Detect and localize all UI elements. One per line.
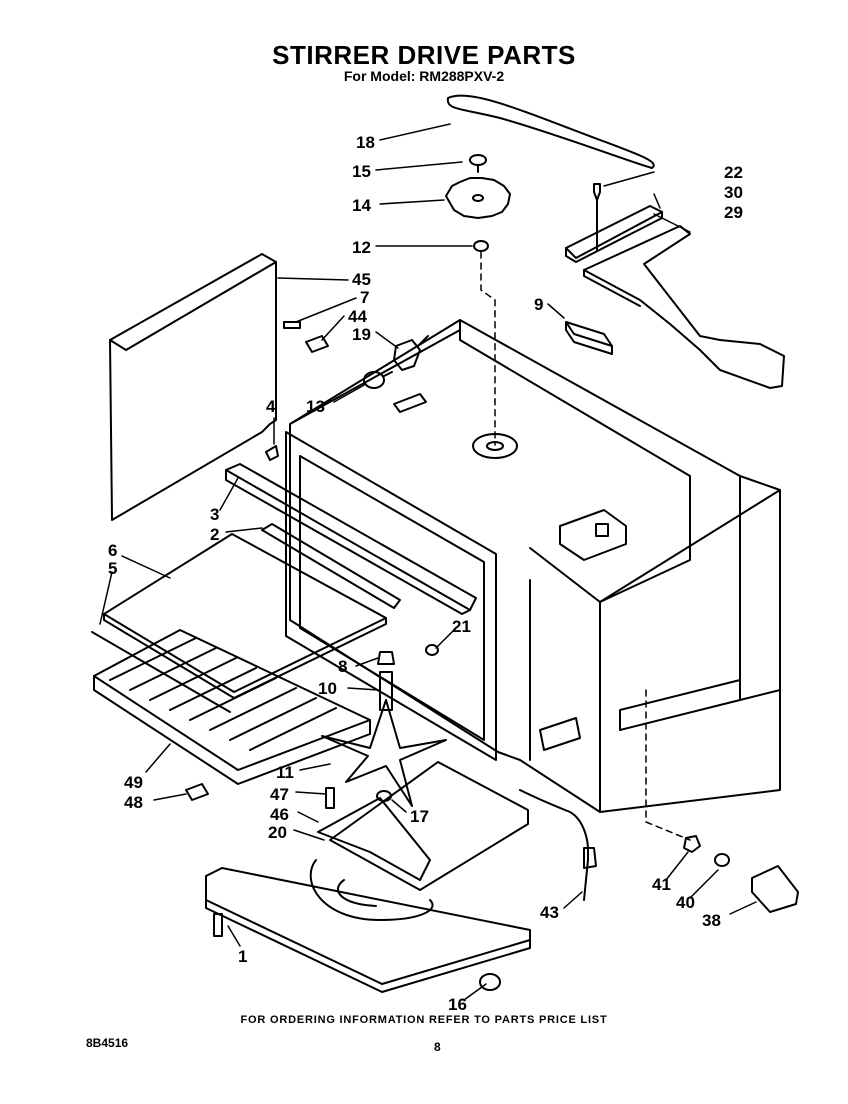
callout-44: 44 [348, 307, 367, 326]
part-clip-44 [305, 335, 329, 353]
part-door-frame [285, 431, 497, 761]
part-foot-16 [479, 973, 501, 991]
part-bracket-29 [583, 225, 785, 389]
callout-49: 49 [124, 773, 143, 792]
ordering-note: FOR ORDERING INFORMATION REFER TO PARTS … [240, 1014, 608, 1026]
callout-16: 16 [448, 995, 467, 1014]
part-coupler-8 [377, 651, 395, 665]
callout-10: 10 [318, 679, 337, 698]
part-bottom-plate [205, 867, 531, 985]
callout-9: 9 [534, 295, 543, 314]
callout-17: 17 [410, 807, 429, 826]
part-stirrer-cover [329, 761, 529, 891]
part-screw-1 [213, 913, 223, 937]
part-trim-3 [225, 463, 477, 611]
callout-48: 48 [124, 793, 143, 812]
part-block-9 [565, 321, 613, 347]
part-shaft-10 [379, 671, 393, 711]
callout-8: 8 [338, 657, 347, 676]
part-switch-38 [751, 865, 799, 913]
part-washer-40 [714, 853, 730, 867]
callout-14: 14 [352, 196, 371, 215]
part-washer [473, 240, 489, 252]
callout-40: 40 [676, 893, 695, 912]
callout-45: 45 [352, 270, 371, 289]
part-screw-7 [283, 321, 301, 329]
callout-6: 6 [108, 541, 117, 560]
callout-38: 38 [702, 911, 721, 930]
callout-41: 41 [652, 875, 671, 894]
callout-18: 18 [356, 133, 375, 152]
callout-12: 12 [352, 238, 371, 257]
page-number: 8 [434, 1040, 441, 1054]
callout-2: 2 [210, 525, 219, 544]
callout-3: 3 [210, 505, 219, 524]
part-screw-4 [265, 445, 279, 461]
part-screw-21 [425, 644, 439, 656]
callout-21: 21 [452, 617, 471, 636]
callout-47: 47 [270, 785, 289, 804]
part-nut-41 [683, 835, 701, 853]
callout-46: 46 [270, 805, 289, 824]
callout-11: 11 [276, 763, 294, 782]
part-seal-2 [261, 523, 401, 609]
callout-30: 30 [724, 183, 743, 202]
callout-15: 15 [352, 162, 371, 181]
callout-1: 1 [238, 947, 247, 966]
part-stirrer-nut [469, 154, 487, 166]
page-title: STIRRER DRIVE PARTS [272, 40, 576, 70]
callout-5: 5 [108, 559, 117, 578]
part-fastener-48 [185, 783, 209, 801]
part-belt [446, 94, 655, 169]
callout-43: 43 [540, 903, 559, 922]
callout-20: 20 [268, 823, 287, 842]
part-pin-47 [325, 787, 335, 809]
part-cable-43 [519, 789, 597, 901]
callout-22: 22 [724, 163, 743, 182]
callout-4: 4 [266, 397, 276, 416]
part-stirrer-pulley [445, 177, 511, 219]
part-mount-30 [565, 205, 663, 259]
part-rod-5 [91, 631, 231, 713]
model-subtitle: For Model: RM288PXV-2 [343, 68, 505, 84]
part-cavity [289, 319, 781, 813]
part-waveguide-cover [559, 509, 627, 561]
part-side-panel [109, 253, 277, 521]
callout-13: 13 [306, 397, 325, 416]
document-number: 8B4516 [86, 1036, 129, 1050]
part-screw-22 [593, 183, 601, 201]
part-fan-11 [321, 699, 447, 807]
callout-29: 29 [724, 203, 743, 222]
part-bracket-46 [317, 797, 431, 881]
callout-7: 7 [360, 288, 369, 307]
callout-19: 19 [352, 325, 371, 344]
